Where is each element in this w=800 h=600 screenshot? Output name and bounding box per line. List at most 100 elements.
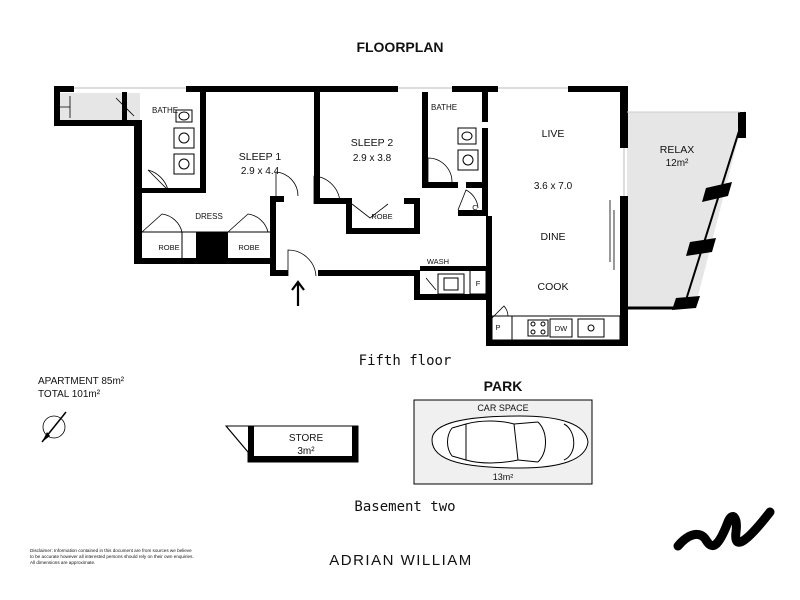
laundry-basin	[443, 277, 459, 291]
room-label-dishwasher: DW	[555, 324, 568, 333]
wall	[346, 228, 420, 234]
wall	[568, 86, 628, 92]
wall	[422, 92, 428, 188]
room-label-fridge: F	[476, 279, 481, 288]
wall	[486, 294, 492, 346]
cooktop	[527, 319, 549, 337]
balcony-post	[686, 238, 716, 256]
wall	[414, 294, 492, 300]
balcony-post	[702, 182, 732, 202]
burner	[530, 321, 536, 327]
apartment-area: APARTMENT 85m²	[38, 376, 125, 387]
car-space-area: 13m²	[493, 472, 514, 482]
wall	[414, 270, 420, 298]
room-label-dine: DINE	[540, 231, 565, 243]
room-label-live: LIVE	[542, 128, 565, 140]
room-label-relax: RELAX	[660, 144, 694, 156]
wall	[458, 210, 488, 216]
room-dims-live: 3.6 x 7.0	[534, 181, 573, 192]
wall	[466, 182, 488, 188]
wall	[186, 86, 398, 92]
sink-drain	[587, 324, 595, 332]
balcony-door	[60, 96, 135, 118]
basin-bowl	[462, 154, 474, 166]
balustrade	[685, 111, 746, 301]
brand-name: ADRIAN WILLIAM	[329, 552, 473, 569]
wall	[270, 196, 276, 276]
wall	[320, 198, 352, 204]
disclaimer-line: Disclaimer: Information contained in thi…	[30, 548, 192, 553]
balcony-post	[738, 112, 746, 138]
wall	[420, 266, 486, 271]
compass-icon	[41, 411, 67, 443]
burner	[530, 329, 536, 335]
entry-balcony	[60, 93, 140, 121]
wall	[486, 216, 492, 294]
disclaimer-line: All dimensions are approximate.	[30, 560, 95, 565]
total-area: TOTAL 101m²	[38, 389, 101, 400]
basin-bowl	[178, 158, 190, 170]
burner	[540, 321, 546, 327]
car-icon	[431, 415, 589, 469]
kitchen-bench	[491, 315, 621, 341]
wall	[482, 128, 488, 216]
basin	[173, 153, 195, 175]
room-label-pantry: P	[495, 323, 500, 332]
wall	[482, 92, 488, 122]
fifth-floor-plan: BATHE SLEEP 1 2.9 x 4.4 DRESS ROBE ROBE …	[54, 86, 746, 346]
robe-door-swing	[351, 203, 389, 219]
burner	[540, 329, 546, 335]
store-label: STORE	[289, 433, 324, 444]
room-label-wash: WASH	[427, 257, 449, 266]
basin	[173, 127, 195, 149]
wall	[270, 270, 288, 276]
robe-door-swing	[141, 213, 183, 233]
door-swing	[427, 157, 453, 183]
room-dims-sleep-2: 2.9 x 3.8	[353, 153, 392, 164]
door-swing	[275, 171, 299, 198]
wall	[404, 198, 420, 204]
car-space-label: CAR SPACE	[477, 403, 528, 413]
balcony-post	[672, 296, 700, 310]
car-space: CAR SPACE 13m²	[413, 399, 593, 485]
store-unit: STORE 3m²	[224, 425, 359, 463]
entry-door-swing	[287, 249, 317, 277]
toilet	[175, 109, 193, 123]
brand-logo-icon	[673, 507, 775, 551]
wall	[620, 86, 628, 148]
room-dims-sleep-1: 2.9 x 4.4	[241, 166, 280, 177]
wall	[318, 270, 420, 276]
room-label-sleep-1: SLEEP 1	[239, 151, 282, 163]
basin-bowl	[178, 132, 190, 144]
room-label-sleep-2: SLEEP 2	[351, 137, 394, 149]
room-label-closet: C	[472, 203, 478, 212]
wall	[54, 86, 60, 126]
wall	[142, 188, 206, 193]
wall	[486, 340, 626, 346]
room-area-relax: 12m²	[666, 158, 689, 169]
wall	[54, 120, 140, 126]
door-swing	[147, 169, 169, 192]
basin	[457, 149, 479, 171]
toilet-bowl	[178, 111, 190, 121]
wall	[414, 198, 420, 234]
wall	[428, 182, 458, 188]
wall	[196, 232, 228, 264]
wall	[346, 198, 352, 232]
wall	[134, 120, 142, 264]
wall	[276, 196, 284, 202]
wall	[314, 92, 320, 204]
door-swing	[457, 189, 479, 211]
room-label-dress: DRESS	[195, 212, 223, 221]
room-label-robe-1: ROBE	[158, 243, 179, 252]
wall	[200, 92, 206, 188]
toilet-bowl	[461, 131, 473, 141]
wall	[122, 92, 127, 124]
door-swing	[425, 277, 509, 319]
robe-door-swing	[227, 213, 269, 233]
room-label-bathe-1: BATHE	[152, 106, 178, 115]
wall	[54, 86, 74, 92]
basement-label: Basement two	[354, 499, 455, 515]
sink	[577, 318, 605, 338]
